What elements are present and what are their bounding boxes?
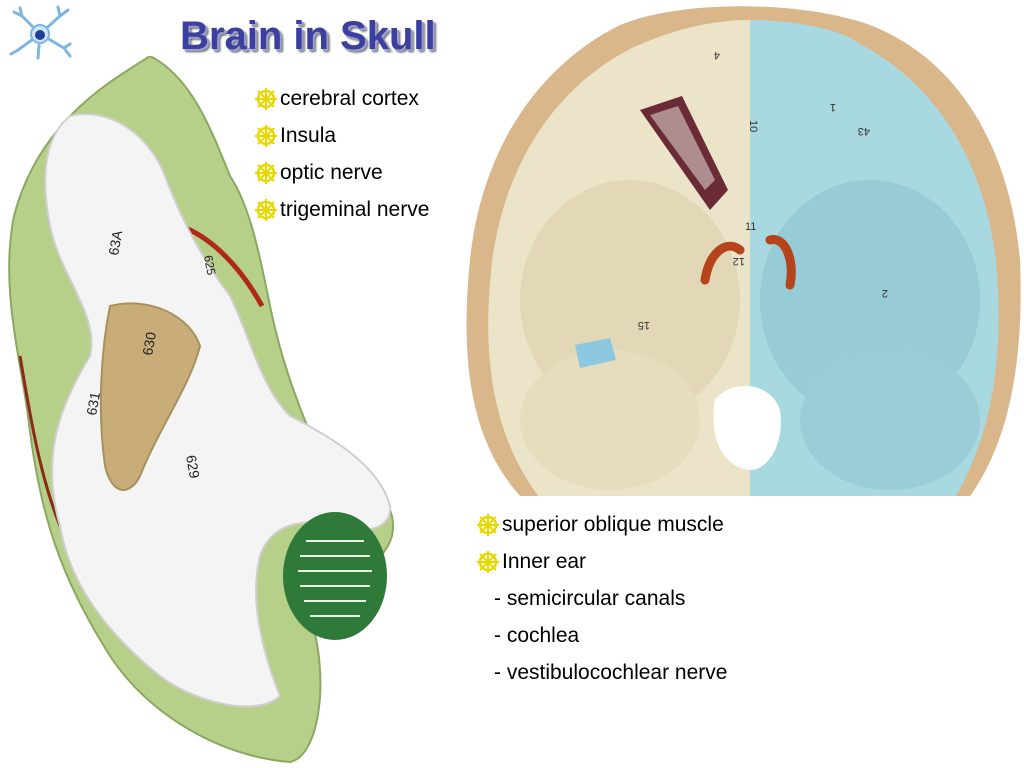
- bullet-text: trigeminal nerve: [280, 197, 430, 221]
- skull-label: 1: [830, 101, 836, 113]
- wheel-bullet-icon: [477, 513, 499, 536]
- wheel-bullet-icon: [255, 124, 277, 147]
- skull-label: 12: [733, 255, 745, 267]
- list-item: superior oblique muscle: [476, 506, 727, 543]
- brain-section-image: 631 63A 630 629 625: [8, 56, 395, 764]
- skull-label: 4: [714, 49, 720, 61]
- brain-label: 630: [139, 331, 159, 357]
- list-item: Inner ear: [476, 543, 727, 580]
- sub-item-text: - semicircular canals: [494, 586, 686, 610]
- bottom-bullet-list: superior oblique muscle Inner ear - semi…: [476, 506, 727, 691]
- bullet-text: optic nerve: [280, 160, 383, 184]
- brain-label: 631: [83, 391, 103, 417]
- skull-base-image: 12 11 10 15 4 43 1 2: [466, 6, 1021, 496]
- skull-label: 2: [882, 287, 888, 299]
- brain-label: 625: [201, 254, 218, 276]
- wheel-bullet-icon: [255, 161, 277, 184]
- list-item: - vestibulocochlear nerve: [476, 654, 727, 691]
- list-item: Insula: [254, 117, 429, 154]
- bullet-text: Insula: [280, 123, 337, 147]
- neuron-icon: [9, 5, 72, 60]
- brain-label: 629: [183, 454, 203, 480]
- list-item: optic nerve: [254, 154, 429, 191]
- top-bullet-list: cerebral cortex Insula optic nerve trige…: [254, 80, 429, 228]
- sub-item-text: - vestibulocochlear nerve: [494, 660, 728, 684]
- bullet-text: cerebral cortex: [280, 86, 419, 110]
- list-item: trigeminal nerve: [254, 191, 429, 228]
- list-item: - semicircular canals: [476, 580, 727, 617]
- skull-label: 15: [638, 319, 650, 331]
- skull-label: 43: [858, 125, 870, 137]
- slide-title: Brain in Skull: [180, 14, 436, 58]
- list-item: cerebral cortex: [254, 80, 429, 117]
- skull-label: 10: [747, 120, 759, 132]
- list-item: - cochlea: [476, 617, 727, 654]
- sub-item-text: - cochlea: [494, 623, 580, 647]
- wheel-bullet-icon: [255, 87, 277, 110]
- brain-label: 63A: [105, 229, 125, 257]
- skull-label: 11: [745, 221, 756, 233]
- bullet-text: superior oblique muscle: [502, 512, 724, 536]
- wheel-bullet-icon: [477, 550, 499, 573]
- bullet-text: Inner ear: [502, 549, 587, 573]
- wheel-bullet-icon: [255, 198, 277, 221]
